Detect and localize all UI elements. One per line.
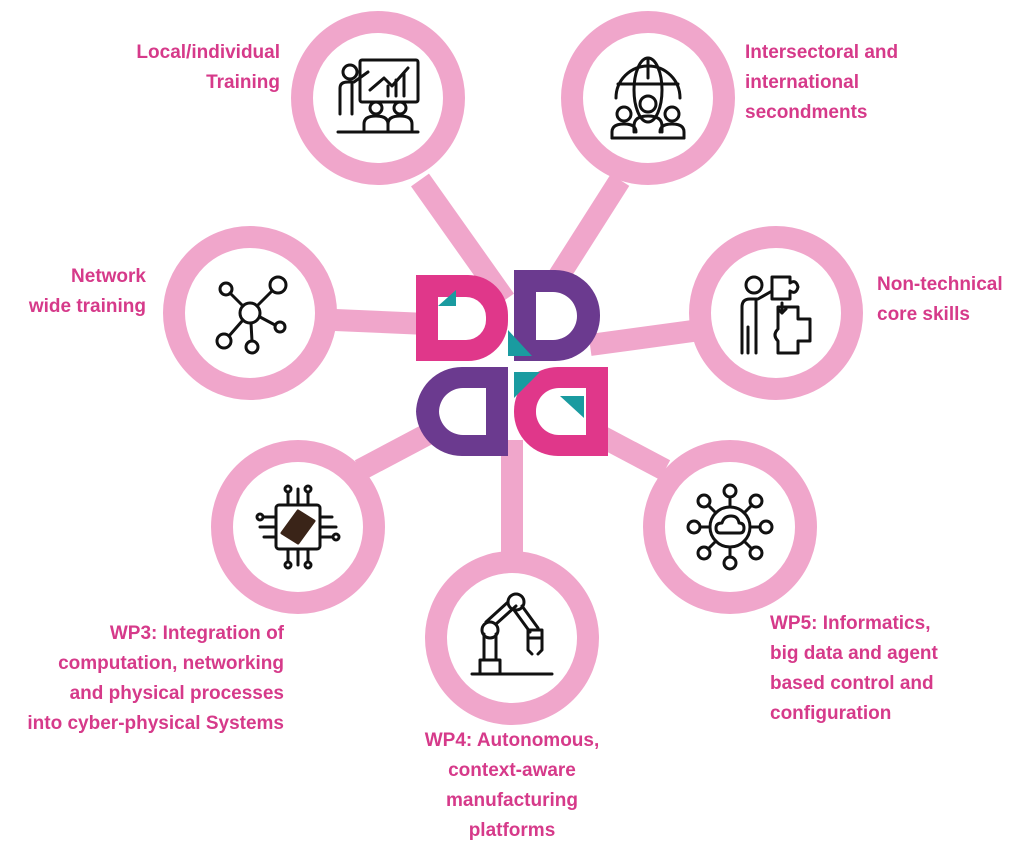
rings xyxy=(163,11,863,725)
spoke-local-training xyxy=(411,173,514,307)
logo-teal-accent-4 xyxy=(560,396,584,418)
logo-teal-accent-3 xyxy=(438,290,456,306)
puzzle-person-icon xyxy=(740,275,812,355)
spokes xyxy=(334,173,702,555)
ring-network-training xyxy=(163,226,337,400)
presentation-icon xyxy=(336,58,420,134)
network-logo xyxy=(416,270,608,456)
label-wp5: WP5: Informatics, big data and agent bas… xyxy=(770,613,938,724)
ring-secondments xyxy=(561,11,735,185)
cloud-network-icon xyxy=(686,483,774,571)
ring-local-training xyxy=(291,11,465,185)
label-wp4: WP4: Autonomous, context-aware manufactu… xyxy=(424,730,600,841)
label-wp3: WP3: Integration of computation, network… xyxy=(27,623,284,734)
ring-wp5 xyxy=(643,440,817,614)
label-network-training: Network wide training xyxy=(28,266,146,317)
ring-core-skills xyxy=(689,226,863,400)
logo-teal-accent-2 xyxy=(514,372,540,398)
global-team-icon xyxy=(610,56,686,140)
ring-wp4 xyxy=(425,551,599,725)
label-core-skills: Non-technical core skills xyxy=(877,274,1003,325)
label-secondments: Intersectoral and international secondme… xyxy=(745,42,899,123)
microchip-icon xyxy=(255,484,341,570)
microchip-die xyxy=(280,509,316,545)
robot-arm-icon xyxy=(470,592,554,676)
network-nodes-icon xyxy=(215,275,288,355)
logo-teal-accent-1 xyxy=(508,330,532,356)
label-local-training: Local/individual Training xyxy=(136,42,280,93)
spoke-core-skills xyxy=(588,319,702,356)
